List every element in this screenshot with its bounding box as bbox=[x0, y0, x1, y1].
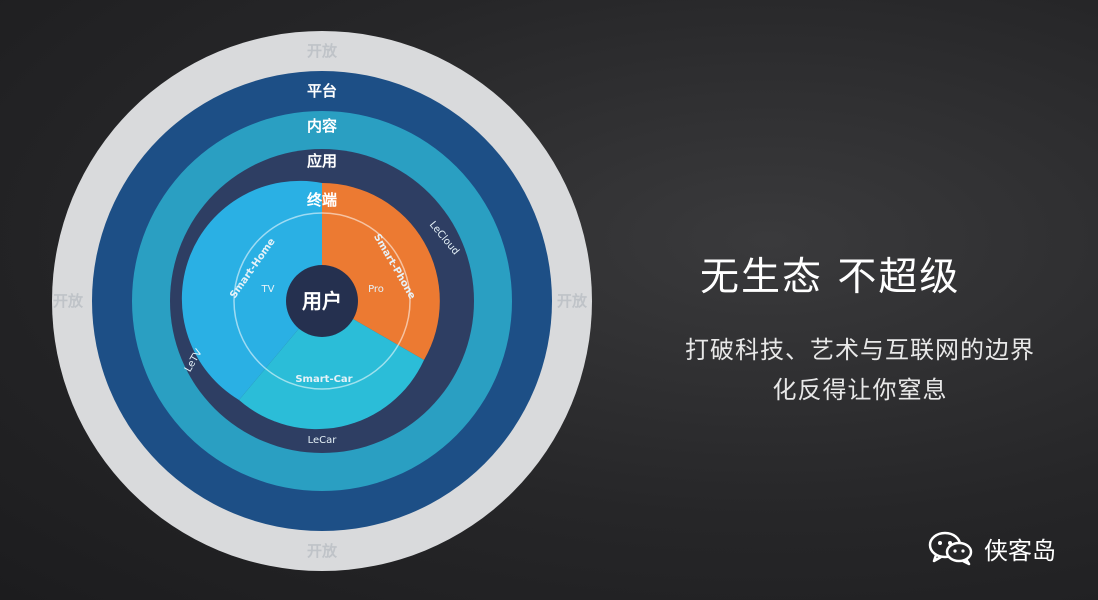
label-pro: Pro bbox=[368, 284, 384, 295]
apps-ring-label: 应用 bbox=[307, 152, 337, 170]
wechat-icon bbox=[928, 531, 973, 566]
outer-label-left: 开放 bbox=[53, 292, 84, 310]
outer-label-right: 开放 bbox=[557, 292, 588, 310]
label-lecar: LeCar bbox=[308, 435, 338, 446]
subline-1: 打破科技、艺术与互联网的边界 bbox=[685, 336, 1035, 364]
center-label: 用户 bbox=[302, 289, 342, 313]
terminal-label: 终端 bbox=[307, 191, 337, 209]
watermark-text: 侠客岛 bbox=[984, 536, 1056, 565]
segment-label-smart-car: Smart-Car bbox=[295, 374, 352, 385]
subline-2: 化反得让你窒息 bbox=[772, 376, 948, 404]
content-ring-label: 内容 bbox=[307, 117, 337, 135]
segment-smart-home[interactable] bbox=[181, 180, 322, 400]
center-circle[interactable] bbox=[286, 265, 358, 337]
outer-label-bottom: 开放 bbox=[307, 542, 338, 560]
platform-label: 平台 bbox=[307, 82, 337, 100]
inner-orbit-line bbox=[233, 212, 411, 390]
watermark: 侠客岛 bbox=[928, 530, 1056, 566]
headline: 无生态 不超级 bbox=[700, 255, 961, 300]
segment-smart-car[interactable] bbox=[239, 301, 424, 430]
outer-label-top: 开放 bbox=[307, 42, 338, 60]
label-tv: TV bbox=[261, 284, 275, 295]
